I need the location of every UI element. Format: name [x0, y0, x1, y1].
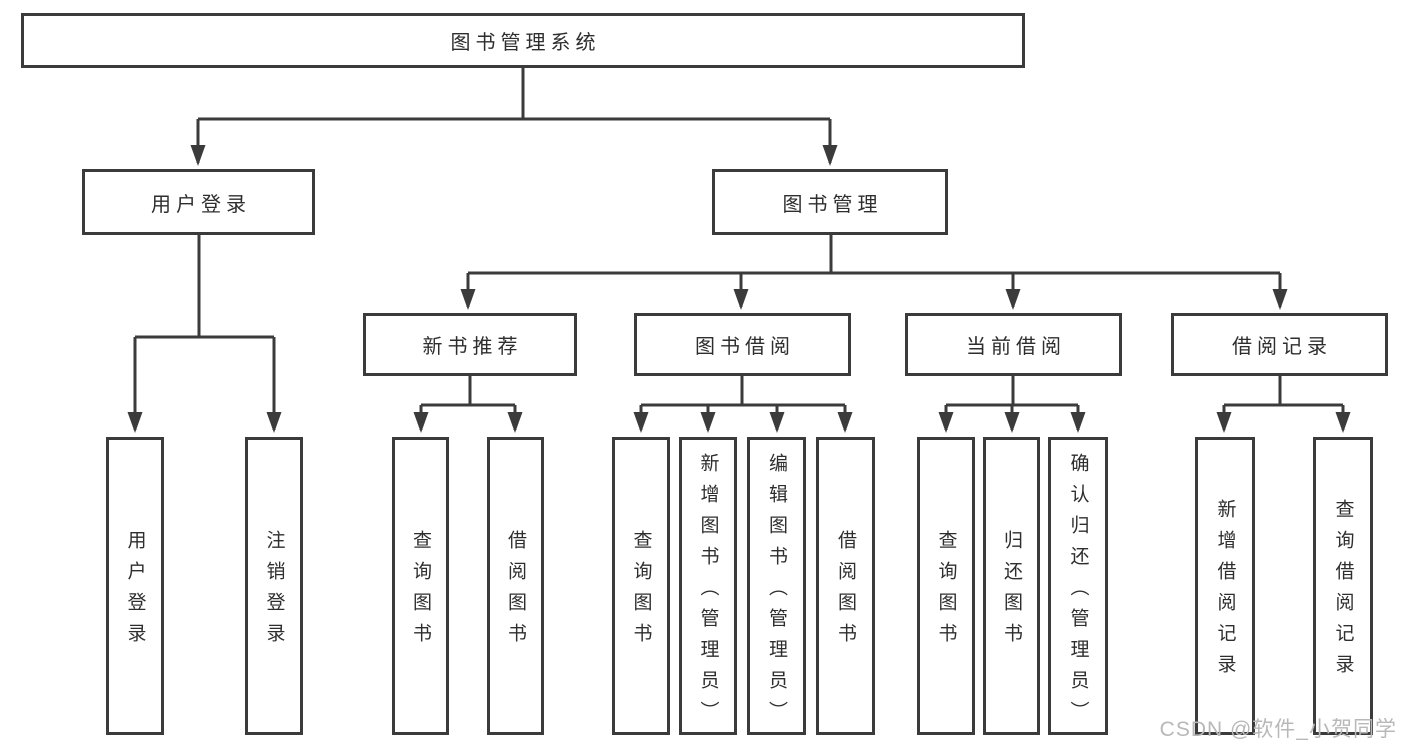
node-label: 借阅图书 — [505, 530, 526, 654]
node-current-borrowing: 当前借阅 — [905, 313, 1122, 376]
csdn-watermark: CSDN @软件_小贺同学 — [1159, 718, 1397, 741]
node-label: 用户登录 — [151, 193, 251, 216]
leaf-query-books-recommend: 查询图书 — [392, 437, 449, 735]
leaf-logout: 注销登录 — [245, 437, 303, 735]
node-label: 借阅图书 — [835, 530, 856, 654]
node-label: 图书管理系统 — [450, 32, 601, 54]
node-book-borrowing: 图书借阅 — [634, 313, 851, 376]
leaf-return-book: 归还图书 — [983, 437, 1040, 735]
node-book-management: 图书管理 — [712, 169, 948, 235]
node-new-book-recommendation: 新书推荐 — [363, 313, 577, 376]
node-label: 归还图书 — [1001, 530, 1022, 654]
leaf-query-books-current: 查询图书 — [917, 437, 975, 735]
node-label: 编辑图书（管理员） — [766, 452, 787, 732]
node-label: 注销登录 — [263, 530, 285, 654]
node-label: 新增借阅记录 — [1214, 499, 1236, 685]
leaf-edit-book-admin: 编辑图书（管理员） — [747, 437, 806, 735]
leaf-borrow-books: 借阅图书 — [816, 437, 875, 735]
node-label: 查询图书 — [630, 530, 652, 654]
node-label: 图书管理 — [782, 193, 883, 216]
node-borrowing-records: 借阅记录 — [1171, 313, 1388, 376]
node-label: 查询借阅记录 — [1332, 499, 1354, 685]
node-label: 当前借阅 — [966, 336, 1066, 358]
leaf-user-login: 用户登录 — [106, 437, 164, 735]
node-user-login: 用户登录 — [82, 169, 315, 235]
node-label: 图书借阅 — [695, 336, 795, 358]
node-label: 借阅记录 — [1232, 336, 1332, 358]
leaf-query-borrow-record: 查询借阅记录 — [1313, 437, 1373, 735]
leaf-confirm-return-admin: 确认归还（管理员） — [1048, 437, 1108, 735]
node-label: 确认归还（管理员） — [1067, 452, 1089, 732]
node-label: 新增图书（管理员） — [697, 452, 719, 732]
node-library-management-system: 图书管理系统 — [21, 13, 1025, 68]
leaf-add-book-admin: 新增图书（管理员） — [679, 437, 737, 735]
leaf-add-borrow-record: 新增借阅记录 — [1195, 437, 1255, 735]
node-label: 查询图书 — [935, 530, 957, 654]
leaf-query-books-borrow: 查询图书 — [612, 437, 670, 735]
node-label: 新书推荐 — [422, 336, 523, 358]
node-label: 用户登录 — [124, 530, 146, 654]
node-label: 查询图书 — [410, 530, 431, 654]
leaf-borrow-books-recommend: 借阅图书 — [487, 437, 544, 735]
